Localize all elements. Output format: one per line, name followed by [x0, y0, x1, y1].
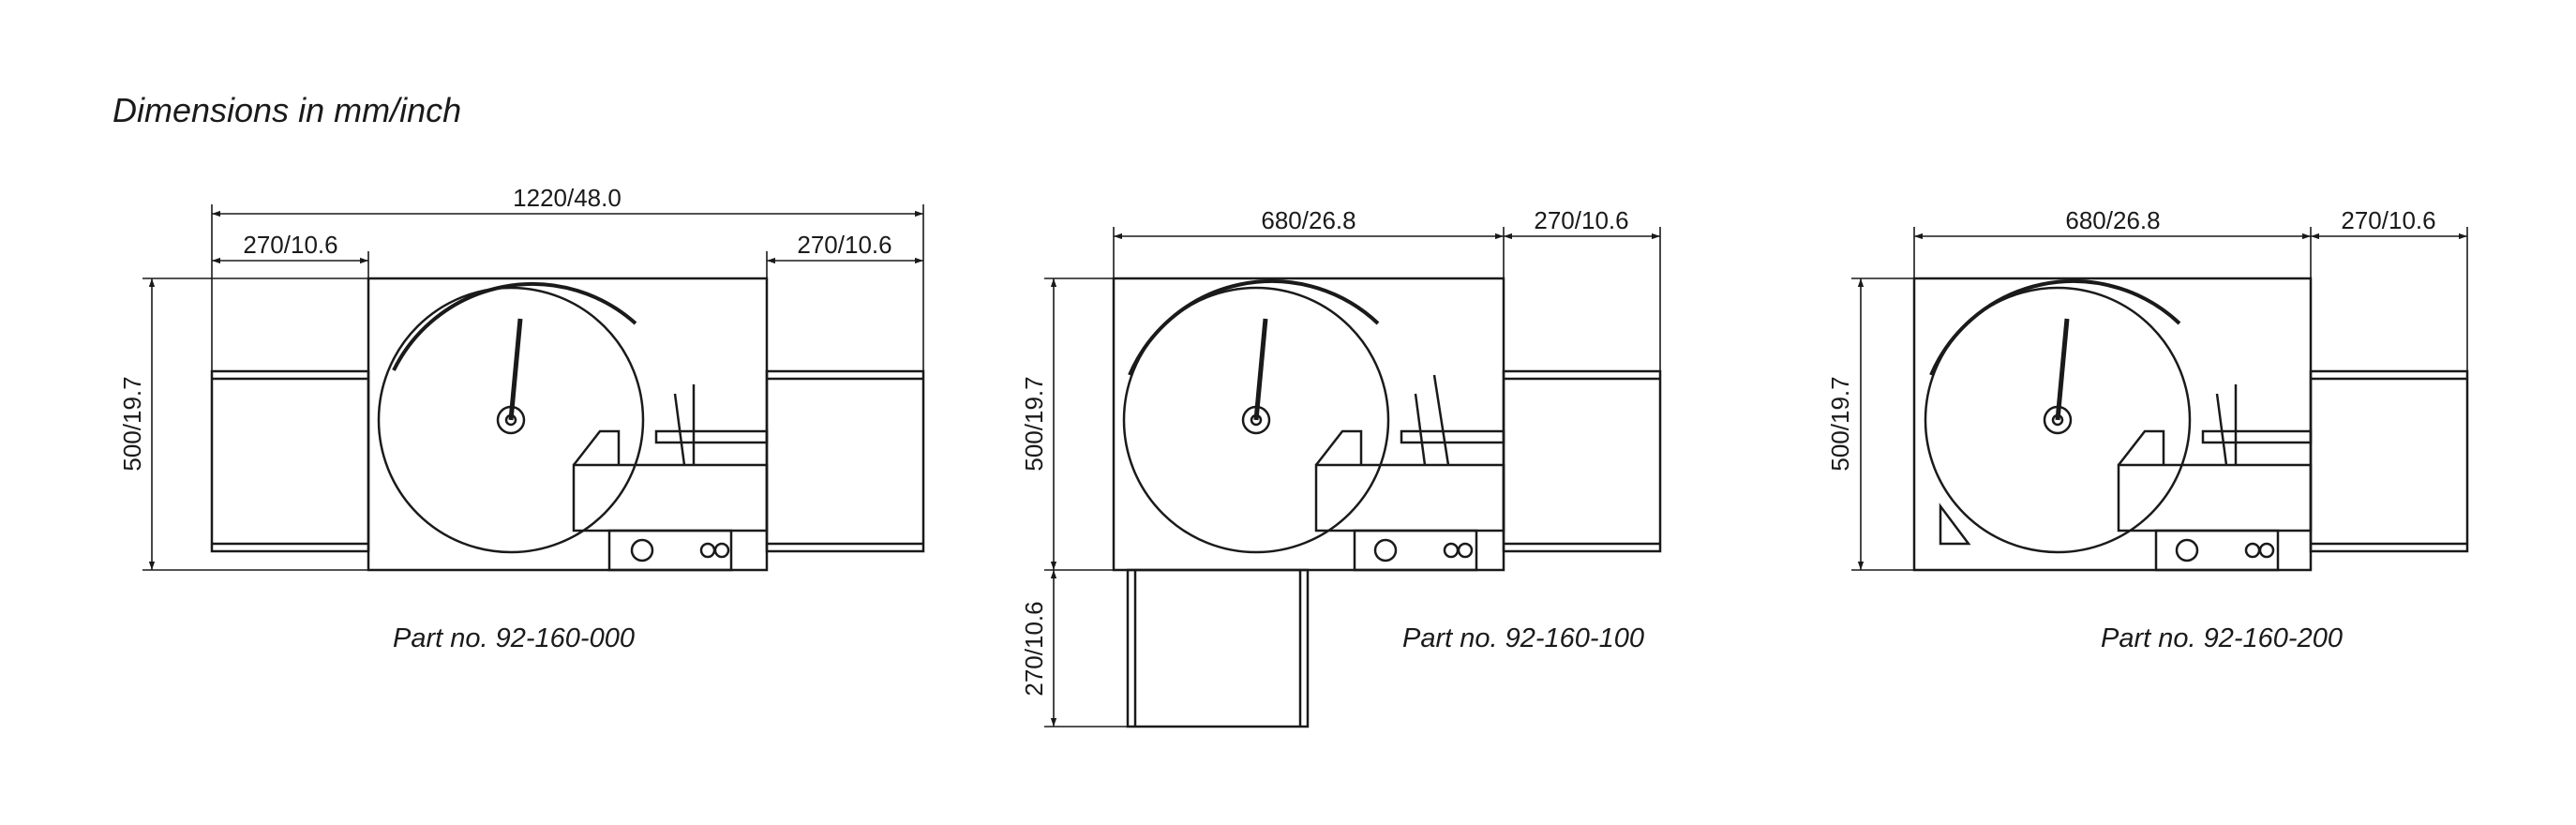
part-number-label: Part no. 92-160-000: [393, 623, 635, 653]
feed-disk: [1122, 286, 1390, 554]
dim-body-width: 680/26.8: [2065, 206, 2160, 234]
machine-drawing-92-160-100: [1112, 277, 1662, 728]
dim-left-table: 270/10.6: [243, 231, 337, 259]
dim-depth: 500/19.7: [118, 376, 146, 471]
machine-body: [1112, 277, 1505, 572]
machine-drawing-92-160-200: [1912, 277, 2469, 572]
machine-drawing-92-160-000: [210, 277, 925, 572]
dim-right-table: 270/10.6: [1534, 206, 1628, 234]
machine-body: [1912, 277, 2313, 572]
dim-body-width: 680/26.8: [1261, 206, 1355, 234]
dim-right-table: 270/10.6: [2341, 206, 2435, 234]
labeling-unit: [572, 463, 769, 532]
front-table: [1126, 568, 1310, 728]
dim-front-table: 270/10.6: [1020, 601, 1048, 696]
right-side-table: [1502, 369, 1662, 553]
dim-depth: 500/19.7: [1020, 376, 1048, 471]
control-panel: [607, 529, 733, 572]
right-side-table: [2309, 369, 2469, 553]
dim-right-table: 270/10.6: [797, 231, 891, 259]
part-number-label: Part no. 92-160-100: [1402, 623, 1644, 653]
part-number-label: Part no. 92-160-200: [2101, 623, 2343, 653]
dimensions-92-160-100: [1044, 227, 1661, 728]
dim-depth: 500/19.7: [1826, 376, 1854, 471]
right-side-table: [765, 369, 925, 553]
dimensions-92-160-000: [142, 204, 924, 571]
dim-total-width: 1220/48.0: [513, 184, 622, 212]
page-title: Dimensions in mm/inch: [112, 91, 461, 129]
labeling-unit: [2117, 463, 2313, 532]
control-panel: [2154, 529, 2280, 572]
left-side-table: [210, 369, 370, 553]
corner-guard: [1939, 502, 1971, 546]
feed-disk: [377, 286, 645, 554]
feed-disk: [1924, 286, 2192, 554]
labeling-unit: [1314, 463, 1505, 532]
dimensions-92-160-200: [1851, 227, 2468, 571]
control-panel: [1353, 529, 1478, 572]
